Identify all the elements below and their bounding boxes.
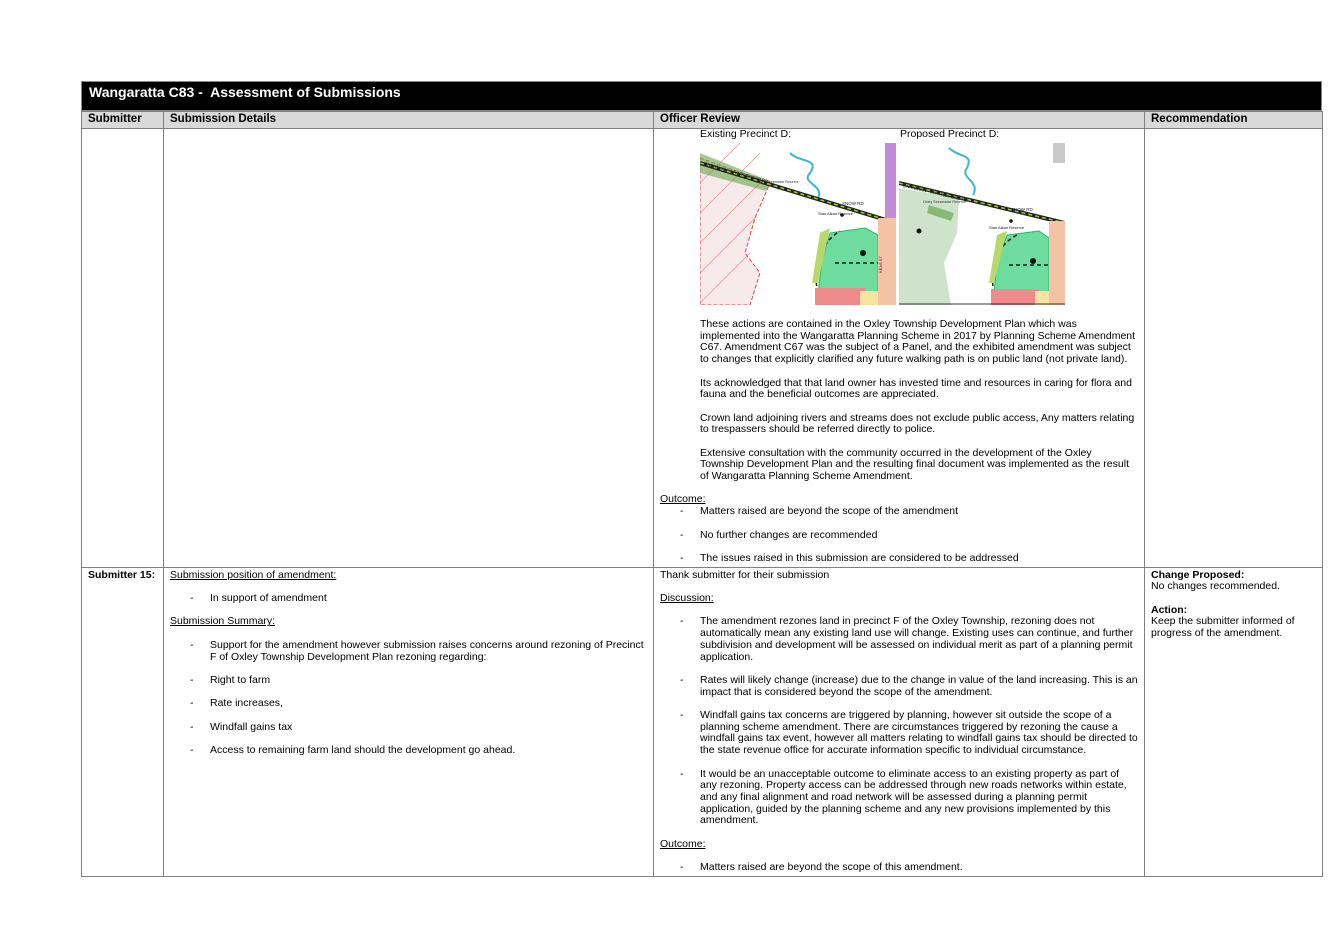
change-proposed-text: No changes recommended. (1151, 580, 1280, 593)
submissions-table: Submitter Submission Details Officer Rev… (81, 111, 1323, 877)
review-paragraph: These actions are contained in the Oxley… (700, 318, 1136, 366)
existing-precinct-caption: Existing Precinct D: (700, 128, 792, 140)
row1-review-cell: Existing Precinct D: Proposed Precinct D… (653, 128, 1145, 568)
change-proposed-label: Change Proposed: (1151, 568, 1245, 581)
summary-label: Submission Summary: (170, 615, 276, 628)
action-text: Keep the submitter informed of progress … (1151, 615, 1295, 640)
list-item: -The amendment rezones land in precinct … (680, 615, 1134, 663)
outcome-list: -Matters raised are beyond the scope of … (660, 505, 1138, 564)
precinct-maps: ENRIGHAN - MYNTLEFORD RD SNOW RD Stan Al… (660, 143, 1138, 305)
list-item: -Support for the amendment however submi… (190, 638, 644, 663)
reserve-label: Stan Alkan Reserve (989, 225, 1025, 230)
row2-details-cell: Submission position of amendment: -In su… (163, 567, 654, 877)
position-label: Submission position of amendment: (170, 568, 337, 581)
header-submitter: Submitter (81, 111, 164, 129)
list-item: -Right to farm (190, 673, 271, 686)
outcome-label: Outcome: (660, 837, 706, 850)
list-item: -Access to remaining farm land should th… (190, 744, 516, 757)
list-item: -Windfall gains tax concerns are trigger… (680, 709, 1138, 757)
list-item: -It would be an unacceptable outcome to … (680, 767, 1127, 827)
discussion-list: -The amendment rezones land in precinct … (660, 616, 1138, 827)
row2-review-cell: Thank submitter for their submission Dis… (653, 567, 1145, 877)
table-header-row: Submitter Submission Details Officer Rev… (81, 111, 1323, 129)
review-intro: Thank submitter for their submission (660, 568, 830, 581)
proposed-precinct-map: ENRIGHAN - MYNTLEFORD RD SNOW RD Stan Al… (899, 143, 1065, 305)
list-item: -Matters raised are beyond the scope of … (680, 861, 963, 874)
assessment-document: Wangaratta C83 - Assessment of Submissio… (81, 81, 1323, 877)
outcome-label: Outcome: (660, 493, 706, 506)
row1-submitter-cell (81, 128, 164, 568)
table-row: Submitter 15: Submission position of ame… (81, 567, 1323, 877)
header-officer-review: Officer Review (653, 111, 1145, 129)
road-label: SNOW RD (1011, 207, 1033, 212)
summary-list: -Support for the amendment however submi… (170, 638, 647, 757)
review-paragraph: Its acknowledged that that land owner ha… (700, 376, 1132, 401)
road-label: SNOW RD (842, 201, 864, 206)
row2-recommendation-cell: Change Proposed: No changes recommended.… (1144, 567, 1323, 877)
list-item: -No further changes are recommended (680, 528, 878, 541)
street-label: KEAS ST (878, 256, 883, 273)
submitter-label: Submitter 15: (81, 567, 164, 877)
proposed-precinct-caption: Proposed Precinct D: (900, 128, 1000, 140)
outcome-list: -Matters raised are beyond the scope of … (660, 861, 1138, 874)
map-captions: Existing Precinct D: Proposed Precinct D… (660, 128, 1138, 141)
discussion-label: Discussion: (660, 592, 714, 605)
row1-recommendation-cell (1144, 128, 1323, 568)
creek-reserve-label: Oxley Streamside Reserve (756, 180, 799, 184)
reserve-label: Stan Alkan Reserve (818, 211, 854, 216)
header-recommendation: Recommendation (1144, 111, 1323, 129)
table-row: Existing Precinct D: Proposed Precinct D… (81, 128, 1323, 568)
document-title: Wangaratta C83 - Assessment of Submissio… (81, 81, 1322, 111)
list-item: -The issues raised in this submission ar… (680, 551, 1019, 564)
review-paragraphs: These actions are contained in the Oxley… (660, 318, 1138, 494)
list-item: -Matters raised are beyond the scope of … (680, 505, 958, 518)
position-list: -In support of amendment (170, 592, 647, 605)
review-paragraph: Extensive consultation with the communit… (700, 446, 1129, 483)
list-item: -In support of amendment (190, 592, 327, 605)
existing-precinct-map: ENRIGHAN - MYNTLEFORD RD SNOW RD Stan Al… (700, 143, 896, 305)
header-submission-details: Submission Details (163, 111, 654, 129)
list-item: -Rates will likely change (increase) due… (680, 673, 1138, 698)
list-item: -Rate increases, (190, 697, 283, 710)
action-label: Action: (1151, 603, 1188, 616)
list-item: -Windfall gains tax (190, 720, 293, 733)
row1-details-cell (163, 128, 654, 568)
review-paragraph: Crown land adjoining rivers and streams … (700, 411, 1135, 436)
creek-reserve-label: Oxley Streamside Reserve (923, 200, 966, 204)
